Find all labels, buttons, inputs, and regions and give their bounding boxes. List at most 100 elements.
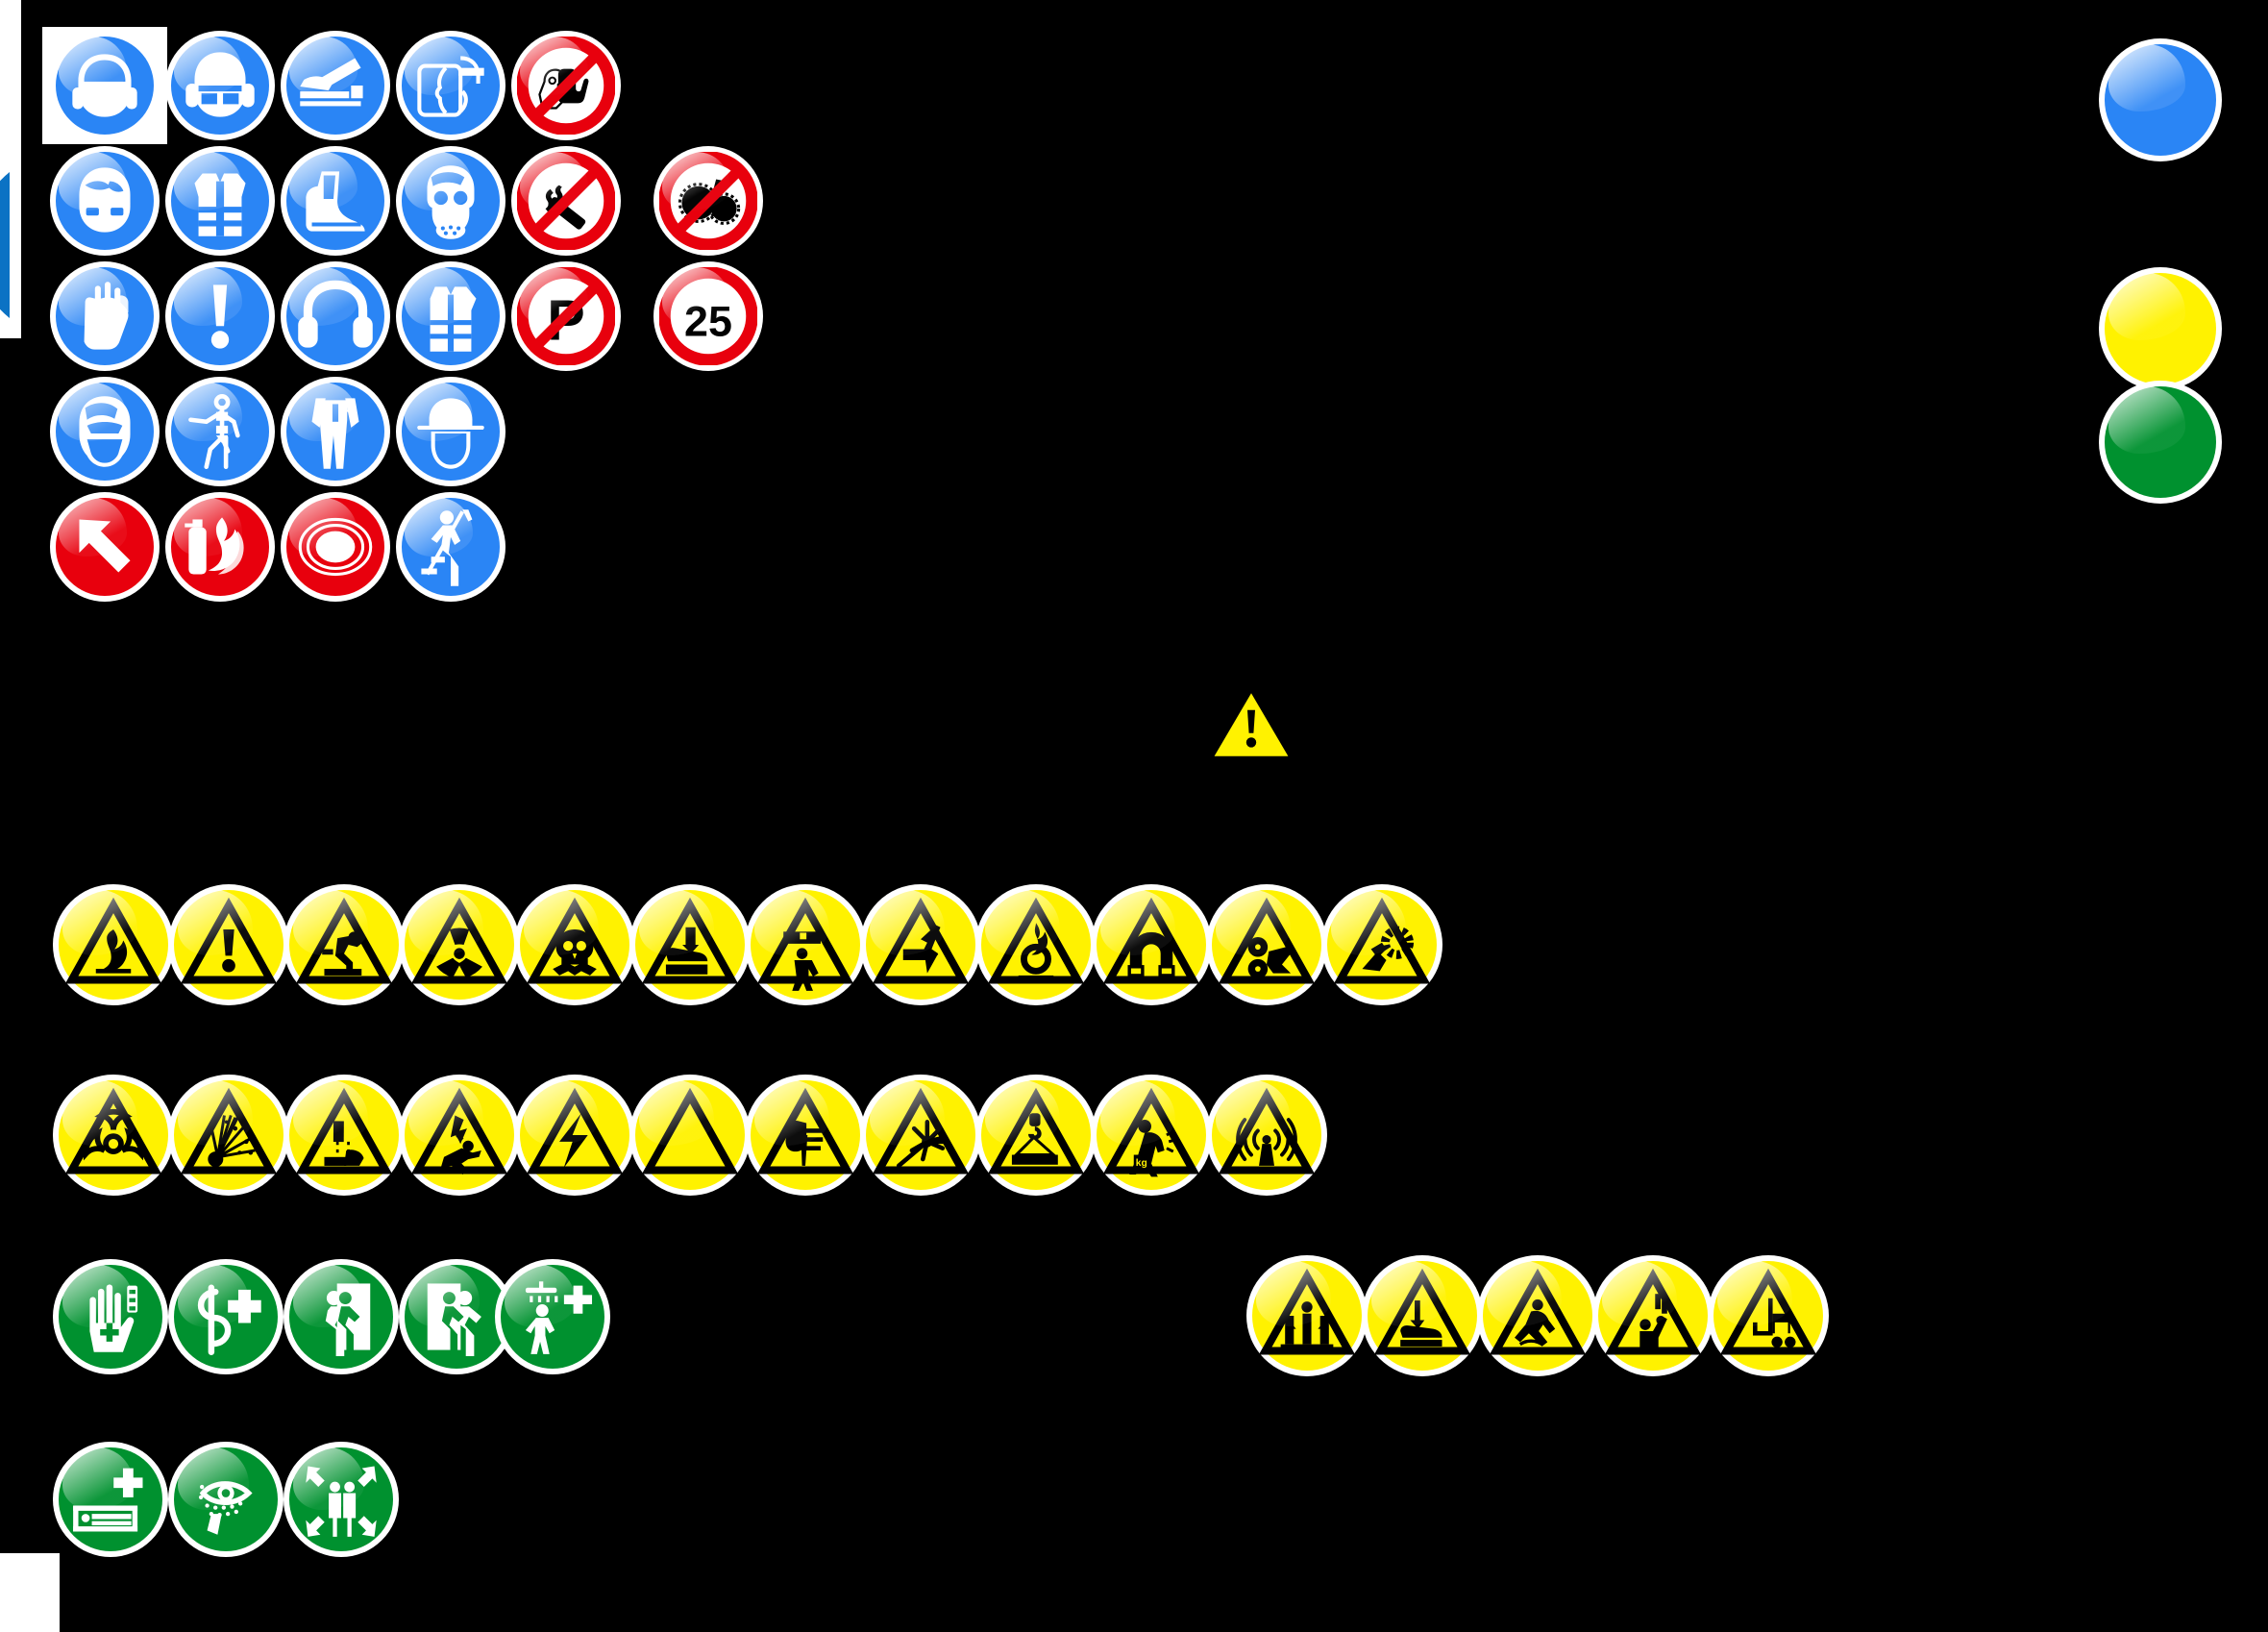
sign-magnetic-field[interactable] — [1091, 884, 1212, 1005]
no-cutting-disc-icon — [659, 152, 757, 250]
sign-face-shield[interactable] — [396, 31, 505, 140]
sign-fire-alarm-call-point[interactable] — [281, 492, 390, 602]
sign-eye-wash-station[interactable] — [168, 1442, 284, 1557]
sign-protective-gloves[interactable] — [50, 261, 160, 371]
speed-limit-icon: 25 — [659, 267, 757, 365]
high-voltage-icon — [526, 1087, 624, 1175]
sign-gears-entanglement[interactable] — [1321, 884, 1442, 1005]
sign-radiation[interactable] — [399, 884, 520, 1005]
sign-hard-hat[interactable] — [396, 377, 505, 486]
crush-hand-press-icon — [1373, 1268, 1471, 1355]
sign-assembly-point[interactable] — [284, 1442, 399, 1557]
face-shield-icon — [417, 56, 484, 117]
sign-hi-vis-jacket[interactable] — [396, 261, 505, 371]
sign-safety-shower[interactable] — [495, 1259, 610, 1374]
safety-shower-icon — [525, 1281, 593, 1354]
sign-fire-exit-arrow[interactable] — [50, 492, 160, 602]
sign-speed-limit-25[interactable]: 25 — [653, 261, 763, 371]
sign-emergency-exit-left[interactable] — [284, 1259, 399, 1374]
blank-blue-circle-template[interactable] — [2099, 38, 2222, 161]
biohazard-icon — [64, 1087, 162, 1175]
sign-crush-body[interactable] — [1246, 1255, 1368, 1376]
bottom-left-paper-block — [0, 1553, 60, 1632]
sign-crush-hand-press[interactable] — [1362, 1255, 1483, 1376]
non-ionising-radiation-icon — [1218, 1087, 1316, 1175]
sign-dust-mask[interactable] — [50, 377, 160, 486]
explosive-icon — [180, 1087, 278, 1175]
sign-no-parking[interactable]: P — [511, 261, 621, 371]
sign-use-handrail[interactable] — [396, 492, 505, 602]
sign-oxidising[interactable] — [975, 884, 1097, 1005]
gloves-icon — [84, 282, 129, 350]
no-entry-icon — [517, 37, 615, 135]
sign-slippery-floor[interactable] — [1477, 1255, 1598, 1376]
sign-explosive[interactable] — [168, 1075, 289, 1196]
sign-safety-glasses[interactable] — [50, 146, 160, 256]
fire-exit-arrow-icon — [79, 519, 131, 573]
impact-hazard-icon — [872, 897, 970, 984]
crush-hand-icon — [641, 897, 739, 984]
emergency-exit-left-icon — [325, 1283, 371, 1357]
sign-general-mandatory[interactable] — [165, 261, 275, 371]
sign-laser-beam[interactable] — [860, 1075, 981, 1196]
sign-protective-overalls[interactable] — [281, 377, 390, 486]
sign-fire-extinguisher[interactable] — [165, 492, 275, 602]
sign-falling-objects[interactable] — [1592, 1255, 1713, 1376]
manual-handling-icon: kg — [1102, 1087, 1200, 1177]
forklift-icon — [1719, 1268, 1817, 1355]
flat-warning-triangle-icon[interactable] — [1213, 690, 1290, 759]
sign-sharp-element[interactable] — [745, 1075, 866, 1196]
load-weight-unit: kg — [1136, 1158, 1147, 1169]
safety-harness-icon — [188, 393, 240, 470]
sign-stretcher[interactable] — [53, 1442, 168, 1557]
sign-impact-hazard[interactable] — [860, 884, 981, 1005]
sign-toxic[interactable] — [514, 884, 635, 1005]
ear-eye-icon — [185, 52, 255, 117]
sign-safety-boots[interactable] — [281, 146, 390, 256]
sign-respirator-mask[interactable] — [396, 146, 505, 256]
sign-roller-entanglement[interactable] — [1206, 884, 1327, 1005]
speed-limit-value: 25 — [684, 296, 732, 345]
sign-no-cutting-disc[interactable] — [653, 146, 763, 256]
sign-corrosive[interactable] — [284, 1075, 405, 1196]
trip-hazard-icon — [295, 897, 393, 984]
sharp-element-icon — [756, 1087, 854, 1175]
gears-icon — [1333, 897, 1431, 984]
sign-helmet-ear-eye-protection[interactable] — [50, 31, 160, 140]
first-aid-hand-icon — [89, 1284, 138, 1352]
sign-manual-handling[interactable]: kg — [1091, 1075, 1212, 1196]
blank-blue-circle-edge-clip — [0, 154, 10, 336]
sign-overhead-load[interactable] — [975, 1075, 1097, 1196]
safety-boot-icon — [306, 171, 365, 232]
sign-forklift-traffic[interactable] — [1708, 1255, 1829, 1376]
sign-flammable[interactable] — [53, 884, 174, 1005]
sign-electric-shock[interactable] — [399, 1075, 520, 1196]
slippery-floor-icon — [1489, 1268, 1587, 1355]
sign-ear-eye-protection[interactable] — [165, 31, 275, 140]
blank-triangle-icon — [641, 1087, 739, 1175]
sign-blank-triangle[interactable] — [629, 1075, 751, 1196]
sign-non-ionising-radiation[interactable] — [1206, 1075, 1327, 1196]
sign-falling-load[interactable] — [745, 884, 866, 1005]
sign-no-entry-unauthorised[interactable] — [511, 31, 621, 140]
sign-first-aid-hand[interactable] — [53, 1259, 168, 1374]
sign-safety-harness[interactable] — [165, 377, 275, 486]
flammable-icon — [64, 897, 162, 984]
sign-crush-hand[interactable] — [629, 884, 751, 1005]
hard-hat-icon — [417, 398, 484, 469]
sign-high-vis-vest[interactable] — [165, 146, 275, 256]
sign-guard-saw-blade[interactable] — [281, 31, 390, 140]
sign-trip-hazard[interactable] — [284, 884, 405, 1005]
sign-general-warning[interactable] — [168, 884, 289, 1005]
blank-yellow-circle-template[interactable] — [2099, 267, 2222, 390]
corrosive-icon — [295, 1087, 393, 1175]
blank-green-circle-template[interactable] — [2099, 381, 2222, 504]
sign-biohazard[interactable] — [53, 1075, 174, 1196]
ear-defenders-icon — [298, 280, 373, 348]
sign-ear-defenders[interactable] — [281, 261, 390, 371]
roller-entanglement-icon — [1218, 897, 1316, 984]
sign-no-smoking[interactable] — [511, 146, 621, 256]
sign-high-voltage[interactable] — [514, 1075, 635, 1196]
sign-doctor-medical[interactable] — [168, 1259, 284, 1374]
